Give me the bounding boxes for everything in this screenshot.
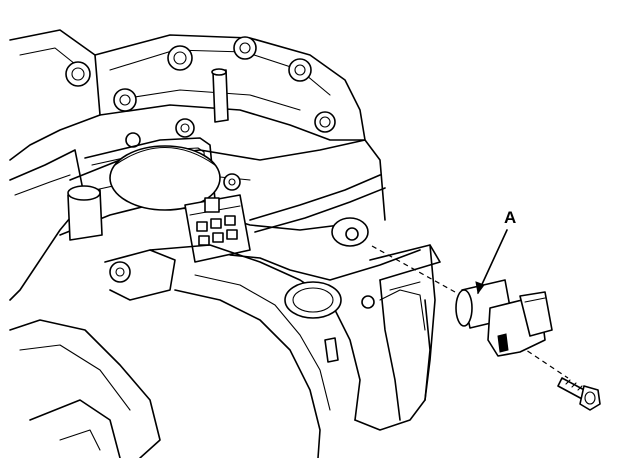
transaxle-case (9, 29, 441, 458)
sensor-part-a (455, 279, 553, 357)
mounting-bolt (557, 377, 601, 411)
alignment-line-bolt (519, 345, 569, 379)
callout-label-a: A (504, 208, 517, 227)
callout-leader (477, 229, 508, 294)
alignment-line (371, 245, 456, 293)
